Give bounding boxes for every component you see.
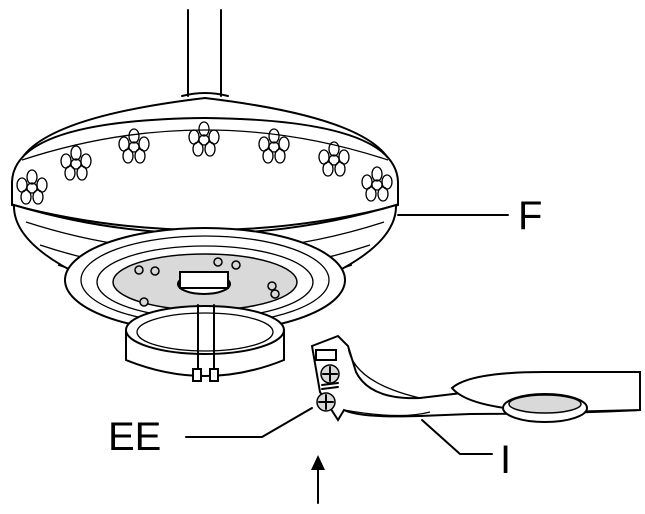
flower-pattern: [16, 121, 393, 205]
motor-housing: [11, 96, 399, 333]
label-i: I: [500, 438, 512, 482]
blade-arm: [310, 334, 641, 423]
label-ee: EE: [108, 415, 162, 459]
switch-collar: [125, 304, 285, 382]
label-f: F: [518, 194, 543, 238]
leader-lines: [185, 214, 509, 455]
downrod: [181, 9, 229, 97]
up-arrow-icon: [311, 455, 325, 504]
mounting-screws: [315, 349, 340, 412]
